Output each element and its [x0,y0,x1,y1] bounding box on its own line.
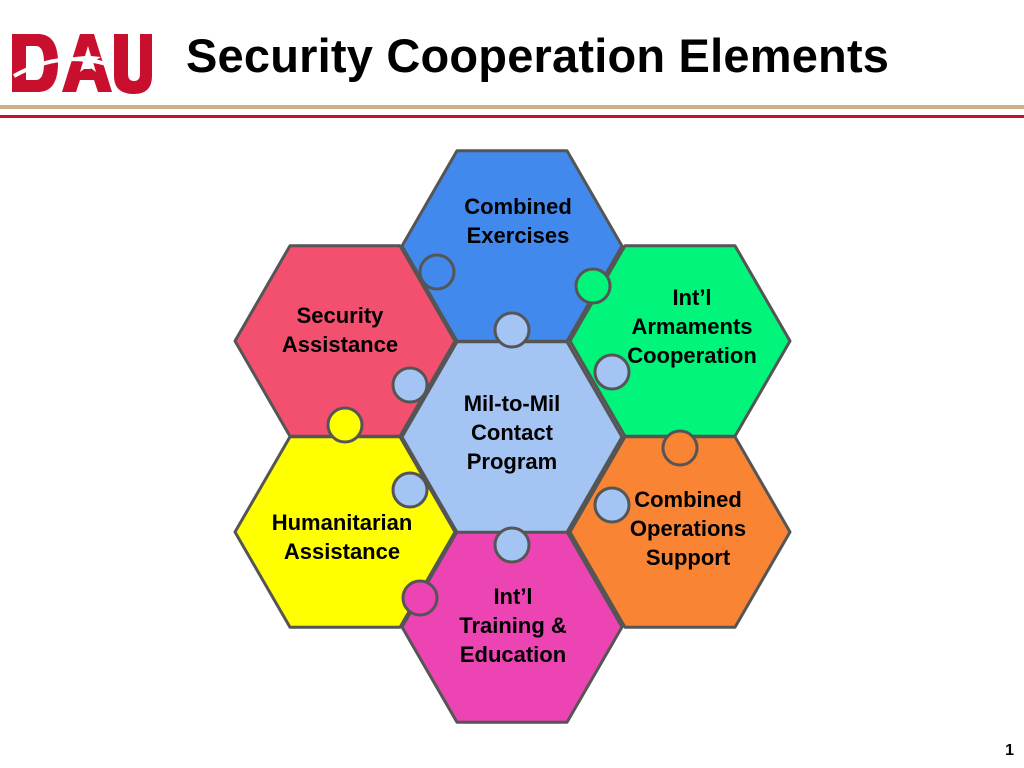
puzzle-knob [418,253,456,291]
hex-label-upper-left: Security [297,303,385,328]
hex-label-lower-left: Assistance [284,539,400,564]
hex-center [400,340,624,534]
hex-label-center: Mil-to-Mil [464,391,561,416]
hex-label-top: Combined [464,194,572,219]
puzzle-knob [574,267,612,305]
hex-label-upper-right: Cooperation [627,343,757,368]
hex-label-center: Contact [471,420,554,445]
dau-logo [12,34,152,94]
header-rule-red [0,115,1024,118]
hex-lower-right [568,435,792,629]
hex-label-top: Exercises [467,223,570,248]
hex-label-lower-right: Operations [630,516,746,541]
page-number: 1 [1005,742,1014,759]
header-rule-tan [0,105,1024,109]
page-title: Security Cooperation Elements [186,29,890,82]
hex-label-bottom: Training & [459,613,567,638]
puzzle-knob [401,579,439,617]
hex-label-bottom: Int’l [493,584,532,609]
hex-label-upper-right: Armaments [631,314,752,339]
puzzle-knob [326,406,364,444]
puzzle-knob [391,471,429,509]
puzzle-knob [593,486,631,524]
hex-label-center: Program [467,449,557,474]
puzzle-knob [493,526,531,564]
hex-label-lower-left: Humanitarian [272,510,413,535]
puzzle-knob [593,353,631,391]
hex-label-bottom: Education [460,642,566,667]
puzzle-knob [661,429,699,467]
hex-label-upper-right: Int’l [672,285,711,310]
hex-label-lower-right: Support [646,545,731,570]
puzzle-knob [493,311,531,349]
hex-label-upper-left: Assistance [282,332,398,357]
puzzle-knob [391,366,429,404]
hex-label-lower-right: Combined [634,487,742,512]
